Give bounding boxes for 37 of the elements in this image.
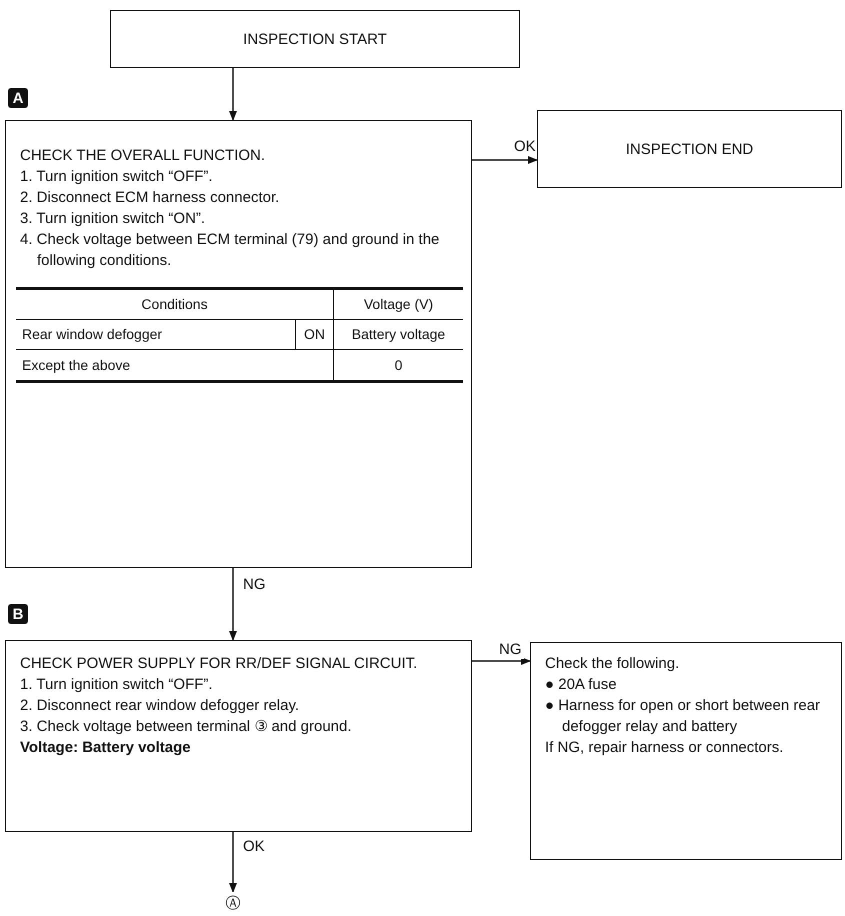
step-text: INSPECTION START — [243, 30, 387, 50]
step-text: Voltage: Battery voltage — [20, 738, 192, 758]
step-marker: B — [8, 604, 28, 624]
arrow — [472, 657, 531, 665]
step-text: INSPECTION END — [626, 140, 754, 160]
table-cell: ON — [296, 320, 334, 350]
table-cell: Battery voltage — [334, 320, 463, 350]
step-text: Check the following. — [545, 654, 680, 674]
edge-label: NG — [497, 641, 524, 659]
step-marker: A — [8, 88, 28, 108]
table-cell-text: 0 — [394, 356, 404, 374]
table-cell: Except the above — [16, 350, 334, 380]
step-text: 3. Check voltage between terminal ③ and ground. — [20, 717, 353, 737]
arrow — [229, 568, 237, 641]
step-text: If NG, repair harness or connectors. — [545, 738, 784, 758]
step-text: ● 20A fuse — [545, 675, 618, 695]
table-cell: Voltage (V) — [334, 290, 463, 320]
step-text: 3. Turn ignition switch “ON”. — [20, 209, 206, 229]
step-text: 2. Disconnect rear window defogger relay. — [20, 696, 300, 716]
arrow — [229, 832, 237, 893]
step-text: 1. Turn ignition switch “OFF”. — [20, 675, 214, 695]
table-cell: Rear window defogger — [16, 320, 296, 350]
step-text: 1. Turn ignition switch “OFF”. — [20, 167, 214, 187]
process-box — [5, 640, 472, 832]
table-cell: Conditions — [16, 290, 334, 320]
arrow — [472, 156, 538, 164]
process-box — [110, 10, 520, 68]
step-text: 4. Check voltage between ECM terminal (79) and ground in the following conditions. — [20, 230, 440, 271]
step-text: 2. Disconnect ECM harness connector. — [20, 188, 280, 208]
process-box — [537, 110, 842, 188]
process-box — [5, 120, 472, 568]
step-text: ● Harness for open or short between rear defogger relay and battery — [545, 696, 822, 737]
process-box — [530, 642, 842, 860]
step-text: CHECK POWER SUPPLY FOR RR/DEF SIGNAL CIRCUIT. — [20, 654, 418, 674]
arrow — [229, 68, 237, 121]
step-text: Ⓐ — [226, 894, 240, 914]
step-text: CHECK THE OVERALL FUNCTION. — [20, 146, 266, 166]
